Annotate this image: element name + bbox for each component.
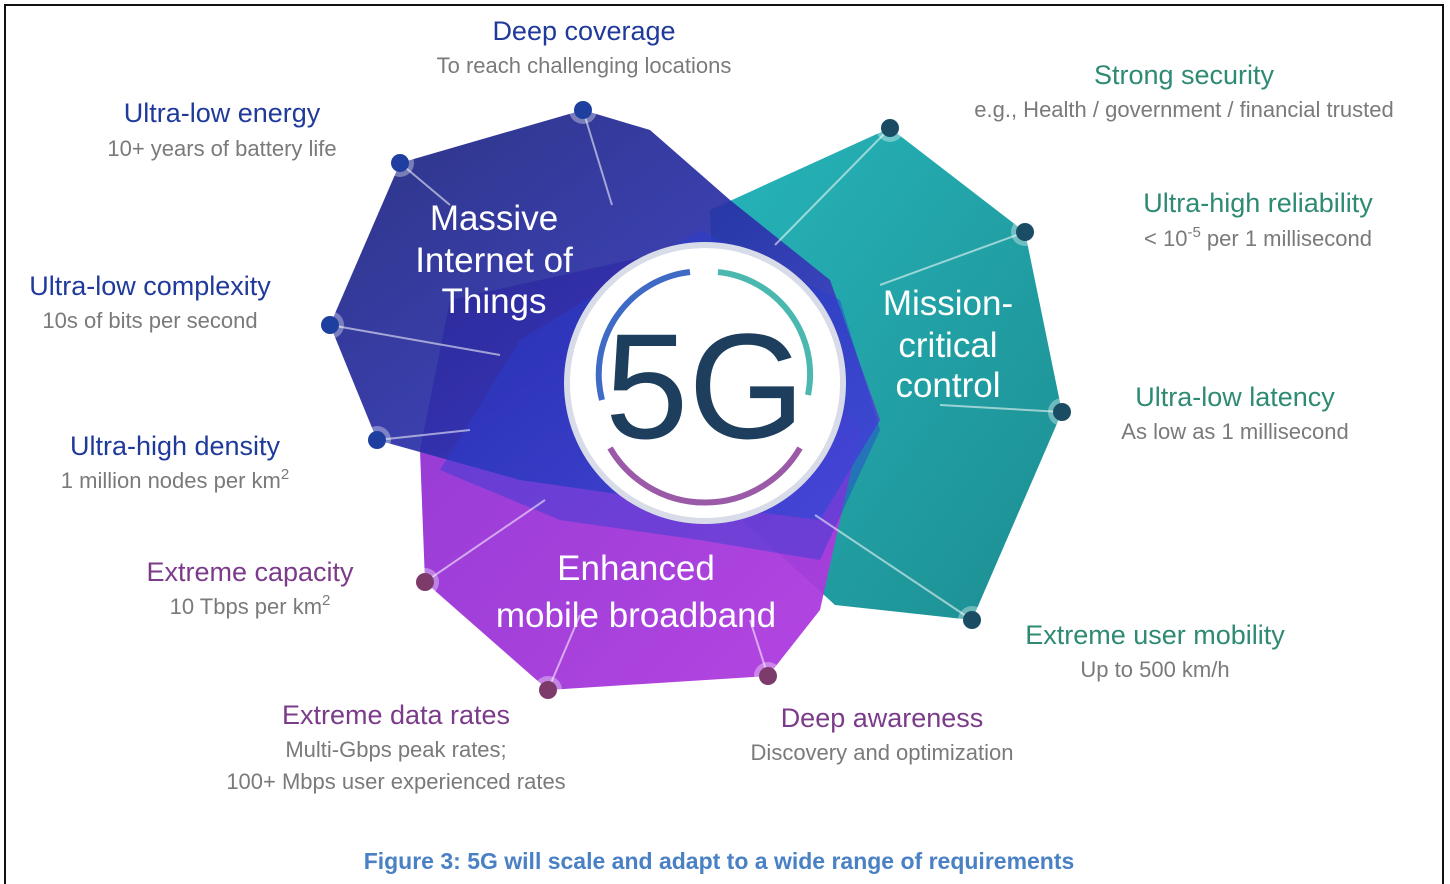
label-ultra-low-latency-title: Ultra-low latency [1135,382,1335,412]
label-extreme-data-rates-sub1: Multi-Gbps peak rates; [285,737,506,762]
label-extreme-capacity-sub: 10 Tbps per km2 [170,592,331,619]
label-deep-awareness-sub: Discovery and optimization [751,740,1014,765]
label-deep-awareness-title: Deep awareness [781,703,984,733]
connector-lines [329,109,1063,691]
label-ultra-high-density-title: Ultra-high density [70,431,281,461]
label-deep-coverage-sub: To reach challenging locations [437,53,732,78]
svg-text:Mission-: Mission- [883,284,1013,323]
svg-text:Internet of: Internet of [415,241,573,280]
svg-text:control: control [895,366,1000,405]
node-ultra-low-latency [1053,403,1071,421]
node-extreme-user-mobility [963,611,981,629]
node-dots [316,96,1076,704]
label-extreme-capacity-title: Extreme capacity [146,557,354,587]
node-extreme-data-rates [539,681,557,699]
node-ultra-high-reliability [1016,223,1034,241]
node-deep-coverage [574,101,592,119]
label-ultra-high-density-sub: 1 million nodes per km2 [61,466,289,493]
svg-text:critical: critical [898,326,997,365]
label-ultra-high-reliability-title: Ultra-high reliability [1143,188,1373,218]
figure-caption: Figure 3: 5G will scale and adapt to a w… [364,848,1075,874]
center-arc-blue [595,269,691,401]
zone-mission-label: Mission- critical control [883,284,1013,405]
node-deep-awareness [759,667,777,685]
figure-frame [4,4,1444,884]
label-deep-coverage-title: Deep coverage [492,16,675,46]
label-ultra-low-energy-sub: 10+ years of battery life [107,136,336,161]
label-ultra-low-latency-sub: As low as 1 millisecond [1121,419,1348,444]
node-extreme-capacity [416,573,434,591]
svg-text:Massive: Massive [430,199,558,238]
node-ultra-low-energy [391,154,409,172]
svg-text:Enhanced: Enhanced [557,549,715,588]
label-extreme-user-mobility-title: Extreme user mobility [1025,620,1285,650]
svg-text:Things: Things [441,282,546,321]
zone-miot-label: Massive Internet of Things [415,199,573,321]
node-strong-security [881,119,899,137]
label-extreme-data-rates-sub2: 100+ Mbps user experienced rates [226,769,565,794]
label-ultra-low-complexity-title: Ultra-low complexity [29,271,271,301]
center-5g-label: 5G [605,302,805,470]
label-strong-security-title: Strong security [1094,60,1275,90]
label-extreme-user-mobility-sub: Up to 500 km/h [1080,657,1229,682]
label-extreme-data-rates-title: Extreme data rates [282,700,510,730]
node-ultra-high-density [368,431,386,449]
center-arc-purple [607,446,803,506]
label-ultra-low-complexity-sub: 10s of bits per second [42,308,257,333]
node-ultra-low-complexity [321,316,339,334]
center-circle [564,242,846,524]
center-arc-teal [717,269,814,396]
svg-text:mobile broadband: mobile broadband [496,596,776,635]
label-strong-security-sub: e.g., Health / government / financial tr… [974,97,1393,122]
label-ultra-low-energy-title: Ultra-low energy [124,98,321,128]
label-ultra-high-reliability-sub: < 10-5 per 1 millisecond [1144,224,1372,251]
zone-embb-label: Enhanced mobile broadband [496,549,776,635]
